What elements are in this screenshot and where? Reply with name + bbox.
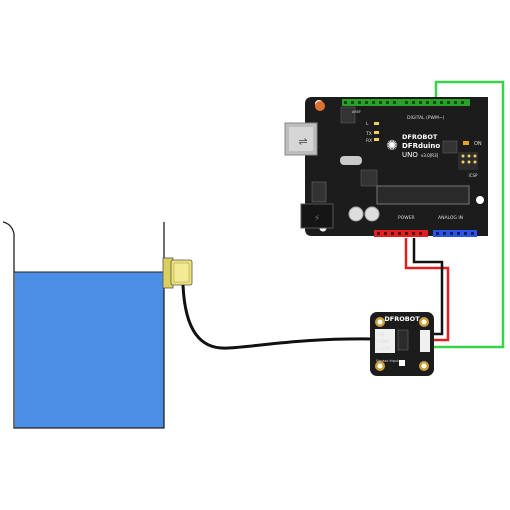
board-version: v3.0[R3] <box>421 153 439 158</box>
reset-button-icon <box>315 101 325 111</box>
board-brand: DFROBOT <box>402 133 438 141</box>
gear-logo-icon: ✺ <box>386 138 398 154</box>
beaker-outline <box>2 221 165 429</box>
aref-label: AREF <box>352 110 361 114</box>
on-label: ON <box>474 141 482 147</box>
board-variant: UNO <box>402 151 418 159</box>
sensor-pin1-label: 1 IN <box>376 332 384 337</box>
sensor-pin2-label: 2 GND <box>376 339 389 344</box>
analog-label: ANALOG IN <box>438 215 463 221</box>
digital-pins <box>344 101 464 104</box>
ph-probe <box>162 257 193 289</box>
icsp-label: ICSP <box>469 173 479 178</box>
sensor-brand: DFROBOT <box>384 315 420 323</box>
sensor-module: DFROBOT 1 IN 2 GND 3 AOUT Sensor Input <box>370 312 434 376</box>
rx-label: RX <box>366 138 372 144</box>
sensor-pin3-label: 3 AOUT <box>376 346 392 351</box>
black-ground-wire <box>412 238 444 336</box>
probe-cable <box>181 284 375 350</box>
l-label: L <box>366 121 369 127</box>
green-signal-wire <box>434 80 505 349</box>
digital-label: DIGITAL (PWM~) <box>407 115 445 121</box>
dc-jack <box>300 203 334 229</box>
beaker-water <box>15 272 164 428</box>
tx-label: TX <box>365 131 372 137</box>
beaker <box>2 221 165 429</box>
arduino-board: ⇌ ⚡ ICSP ON TX RX L ✺ DFR <box>284 97 488 237</box>
board-model: DFRduino <box>402 142 440 150</box>
power-label: POWER <box>398 215 415 221</box>
red-power-wire <box>404 238 450 342</box>
usb-icon: ⇌ <box>298 135 307 148</box>
svg-text:⚡: ⚡ <box>314 214 320 224</box>
sensor-input-label: Sensor Input <box>376 359 399 363</box>
analog-header <box>433 230 477 237</box>
